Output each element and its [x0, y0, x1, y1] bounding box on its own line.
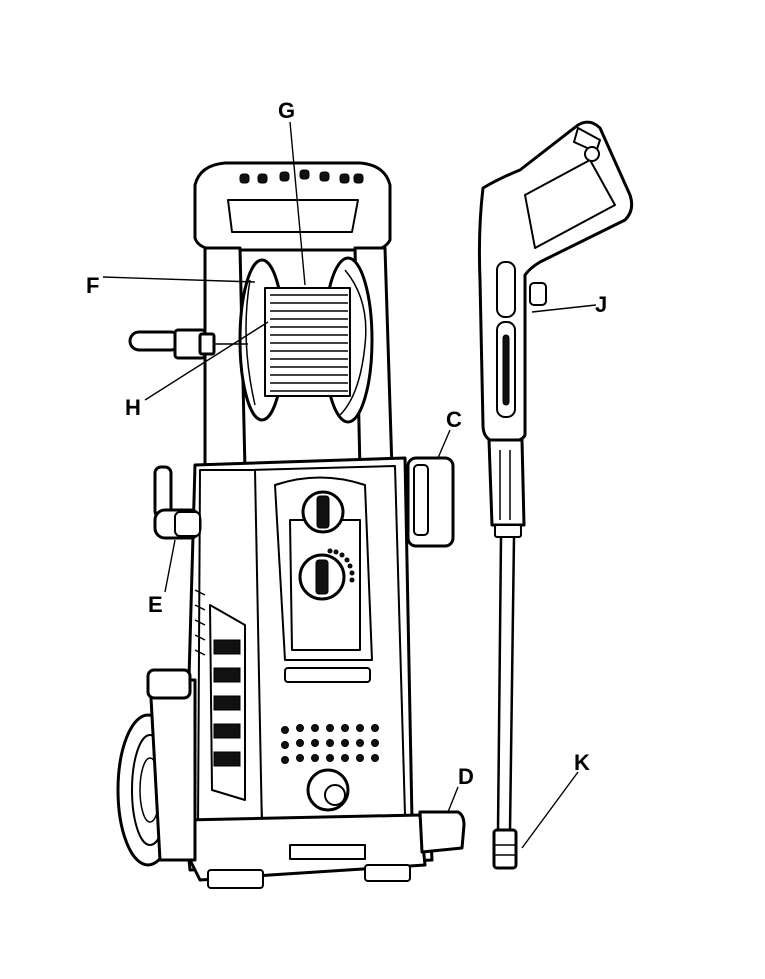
leader-lines: [102, 121, 597, 849]
hose-reel: [238, 256, 374, 424]
handle-grip-dots: [239, 169, 364, 184]
nozzle: [492, 828, 518, 870]
label-g: G: [278, 98, 295, 123]
knob-scale-dots: [327, 548, 355, 583]
accessory-holder: [406, 456, 455, 548]
trigger: [529, 282, 547, 306]
spray-gun: [477, 120, 634, 538]
carry-handle: [193, 161, 392, 252]
wheel: [116, 668, 197, 867]
reel-crank-handle: [128, 328, 248, 360]
label-k: K: [574, 750, 590, 775]
spray-lance: [492, 536, 518, 870]
label-j: J: [595, 292, 607, 317]
main-housing: [183, 456, 434, 889]
pressure-washer-unit: [116, 161, 466, 889]
vent-holes: [281, 724, 379, 764]
label-h: H: [125, 395, 141, 420]
label-c: C: [446, 407, 462, 432]
hose-guide: [418, 810, 466, 854]
label-e: E: [148, 592, 163, 617]
label-d: D: [458, 764, 474, 789]
gun-holder: [153, 465, 202, 540]
label-f: F: [86, 273, 99, 298]
